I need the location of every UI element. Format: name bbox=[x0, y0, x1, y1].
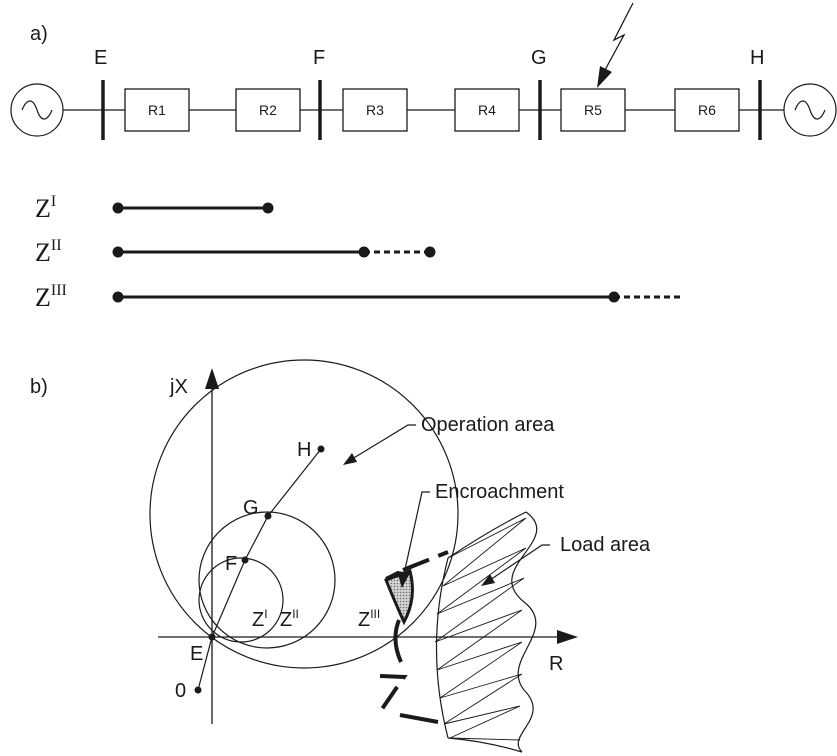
point-e-label: E bbox=[190, 643, 203, 665]
encroachment-label: Encroachment bbox=[435, 481, 564, 503]
relay-r3-label: R3 bbox=[366, 102, 384, 118]
operation-area-arrow bbox=[343, 424, 416, 465]
line-impedance-locus bbox=[197, 448, 322, 691]
point-h-label: H bbox=[297, 439, 311, 461]
relay-r2-label: R2 bbox=[259, 102, 277, 118]
axis-y-label: jX bbox=[169, 376, 188, 398]
load-area bbox=[434, 511, 538, 753]
bus-h-label: H bbox=[750, 47, 764, 69]
relay-r4-label: R4 bbox=[478, 102, 496, 118]
zone-1-reach: ZI bbox=[35, 193, 274, 223]
point-f-label: F bbox=[225, 553, 237, 575]
part-b-label: b) bbox=[30, 376, 48, 398]
encroachment-arrow bbox=[397, 491, 430, 588]
zone-3-reach: ZIII bbox=[35, 282, 682, 312]
zone-1-circle-base: Z bbox=[252, 609, 264, 631]
bus-f-label: F bbox=[313, 47, 325, 69]
point-0 bbox=[194, 686, 202, 694]
fault-lightning-icon bbox=[597, 2, 634, 88]
zone-3-sup: III bbox=[51, 282, 67, 299]
impedance-axes bbox=[158, 368, 578, 724]
point-f bbox=[241, 556, 249, 564]
relay-r5-label: R5 bbox=[584, 102, 602, 118]
zone-2-base: Z bbox=[35, 238, 51, 267]
svg-text:ZII: ZII bbox=[35, 237, 62, 267]
point-g-label: G bbox=[243, 497, 259, 519]
axis-x-label: R bbox=[549, 653, 563, 675]
point-0-label: 0 bbox=[175, 680, 186, 702]
point-e bbox=[208, 633, 216, 641]
operation-area-label: Operation area bbox=[421, 414, 555, 436]
relay-r1: R1 bbox=[124, 88, 190, 132]
relay-r3: R3 bbox=[342, 88, 408, 132]
relay-r1-label: R1 bbox=[148, 102, 166, 118]
zone-1-circle-sup: I bbox=[264, 607, 267, 621]
zone-2-circle-base: Z bbox=[280, 609, 292, 631]
point-h bbox=[317, 445, 325, 453]
svg-text:ZIII: ZIII bbox=[35, 282, 67, 312]
zone-2-circle bbox=[198, 511, 336, 649]
zone-2-circle-sup: II bbox=[292, 607, 299, 621]
zone-2-reach: ZII bbox=[35, 237, 436, 267]
relay-r5: R5 bbox=[560, 88, 626, 132]
zone-3-circle-base: Z bbox=[358, 609, 370, 631]
zone-1-circle bbox=[198, 557, 284, 643]
bus-e-label: E bbox=[94, 47, 107, 69]
zone-3-circle-label: ZIII bbox=[358, 607, 380, 631]
part-a-label: a) bbox=[30, 23, 48, 45]
relay-r6: R6 bbox=[674, 88, 740, 132]
zone-2-sup: II bbox=[51, 237, 62, 254]
encroachment-region bbox=[384, 569, 414, 626]
relay-r6-label: R6 bbox=[698, 102, 716, 118]
load-area-label: Load area bbox=[560, 534, 651, 556]
left-source-icon bbox=[10, 83, 64, 137]
zone-1-sup: I bbox=[51, 193, 56, 210]
bus-g-label: G bbox=[531, 47, 547, 69]
zone-3-circle bbox=[149, 359, 459, 669]
point-g bbox=[264, 512, 272, 520]
relay-r4: R4 bbox=[454, 88, 520, 132]
load-encroachment-boundary bbox=[379, 550, 449, 724]
zone-1-base: Z bbox=[35, 194, 51, 223]
load-area-arrow bbox=[481, 544, 550, 586]
zone-3-base: Z bbox=[35, 283, 51, 312]
zone-1-circle-label: ZI bbox=[252, 607, 268, 631]
zone-3-circle-sup: III bbox=[370, 607, 380, 621]
svg-text:ZI: ZI bbox=[35, 193, 56, 223]
relay-r2: R2 bbox=[235, 88, 301, 132]
right-source-icon bbox=[783, 83, 837, 137]
zone-2-circle-label: ZII bbox=[280, 607, 299, 631]
